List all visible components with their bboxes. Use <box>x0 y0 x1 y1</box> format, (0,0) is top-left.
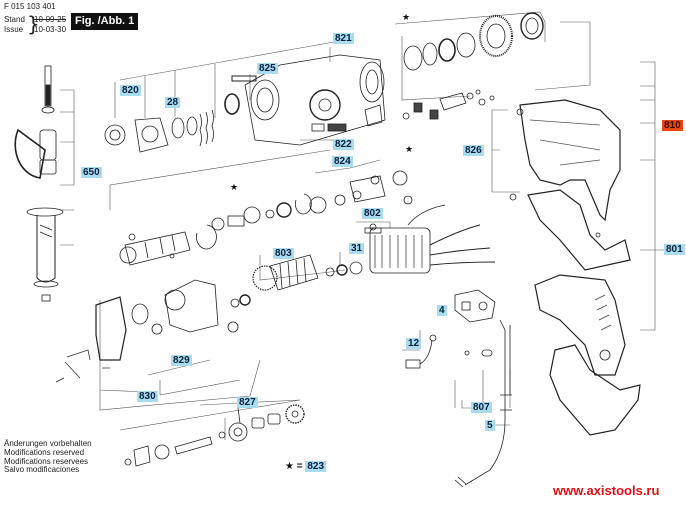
spindle-parts <box>119 170 413 266</box>
note-es: Salvo modificaciones <box>4 465 80 475</box>
part-label-823[interactable]: 823 <box>305 461 327 472</box>
part-label-810[interactable]: 810 <box>662 120 683 131</box>
part-label-802[interactable]: 802 <box>362 208 383 219</box>
part-label-801[interactable]: 801 <box>664 244 685 255</box>
motor-flange-parts <box>55 279 251 383</box>
part-label-824[interactable]: 824 <box>332 156 353 167</box>
issue-label: Issue <box>4 25 24 34</box>
part-label-821[interactable]: 821 <box>333 33 354 44</box>
part-label-807[interactable]: 807 <box>471 402 492 413</box>
front-housing-parts <box>104 75 257 153</box>
part-label-650[interactable]: 650 <box>81 167 102 178</box>
part-label-830[interactable]: 830 <box>137 391 158 402</box>
note-en: Modifications reserved <box>4 447 85 457</box>
side-handle-assembly <box>14 65 64 302</box>
star-icon: ★ <box>285 461 294 472</box>
part-label-803[interactable]: 803 <box>273 248 294 259</box>
part-label-12[interactable]: 12 <box>406 338 422 349</box>
issue-date: 10-03-30 <box>34 25 67 34</box>
stand-label: Stand <box>4 15 25 24</box>
part-label-827[interactable]: 827 <box>237 397 258 408</box>
housing-shells <box>509 99 641 436</box>
part-label-4[interactable]: 4 <box>437 305 447 316</box>
stand-date: 10-09-25 <box>34 15 67 24</box>
part-label-31[interactable]: 31 <box>349 243 365 254</box>
gear-ring-set <box>402 12 544 120</box>
figure-title: Fig. /Abb. 1 <box>71 13 139 30</box>
star-legend: ★ = 823 <box>285 461 327 472</box>
part-label-820[interactable]: 820 <box>120 85 141 96</box>
part-label-826[interactable]: 826 <box>463 145 484 156</box>
leader-lines <box>60 11 665 440</box>
electrical-parts <box>405 289 512 488</box>
part-label-5[interactable]: 5 <box>485 420 495 431</box>
part-label-822[interactable]: 822 <box>333 139 354 150</box>
gearbox-parts <box>124 404 305 467</box>
star-markers: ★ ★ ★ <box>230 13 413 193</box>
modification-notes: Änderungen vorbehalten Modifications res… <box>4 439 92 475</box>
note-de: Änderungen vorbehalten <box>4 439 92 448</box>
stator <box>364 204 496 274</box>
website-link[interactable]: www.axistools.ru <box>553 483 660 498</box>
part-label-28[interactable]: 28 <box>165 97 181 108</box>
armature <box>252 254 363 291</box>
part-label-825[interactable]: 825 <box>257 63 278 74</box>
gear-housing <box>244 54 386 146</box>
star-icon: ★ <box>230 183 238 193</box>
note-fr: Modifications reservees <box>4 456 89 466</box>
star-icon: ★ <box>402 13 410 23</box>
document-number: F 015 103 401 <box>4 2 56 11</box>
legend-equals: = <box>296 461 303 472</box>
brace-icon: } <box>27 12 40 36</box>
part-label-829[interactable]: 829 <box>171 355 192 366</box>
star-icon: ★ <box>405 145 413 155</box>
